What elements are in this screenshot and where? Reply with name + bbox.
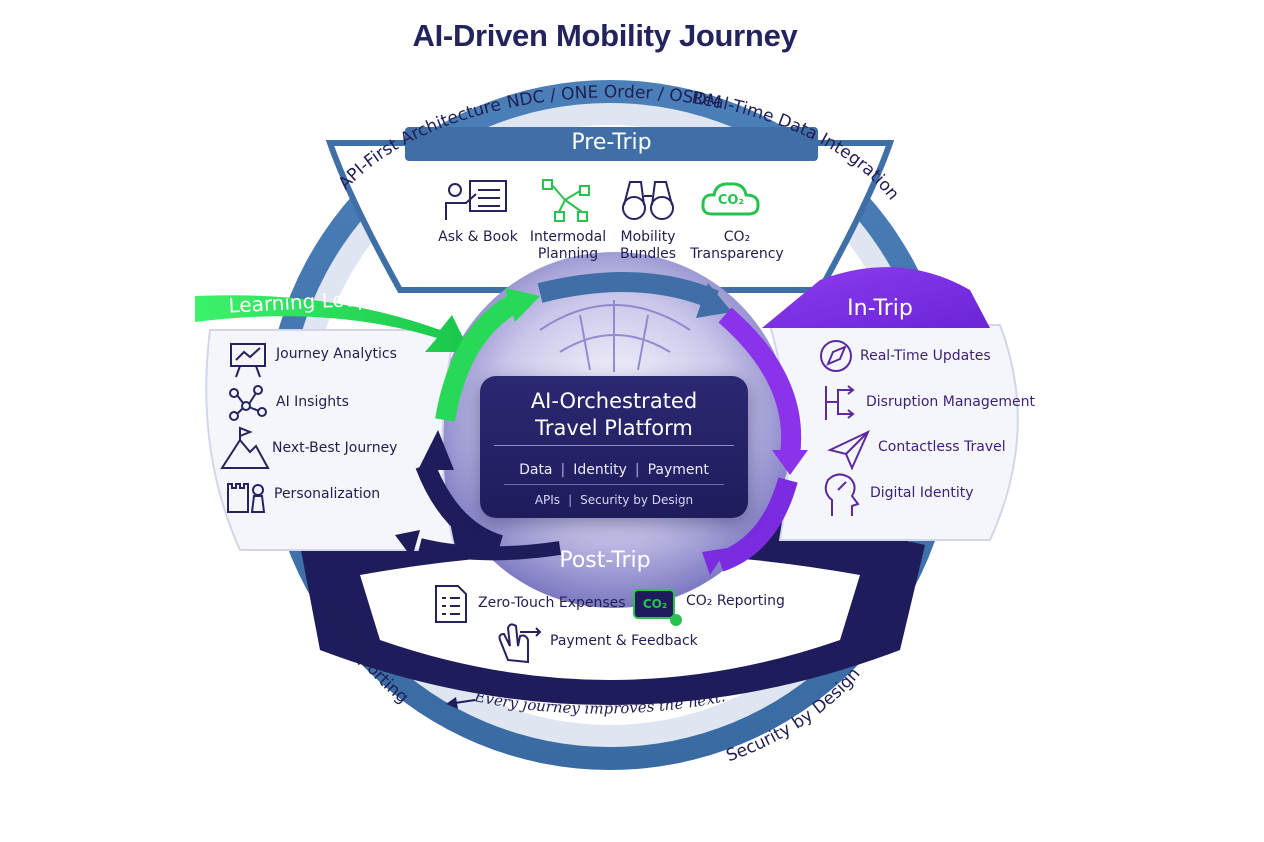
separator: | xyxy=(560,462,566,478)
paper-plane-icon xyxy=(827,429,871,471)
post-trip-item-co2-reporting: CO₂ Reporting xyxy=(686,593,785,609)
foundation-security: Security by Design xyxy=(580,493,694,507)
navy-bottom-arrow xyxy=(418,538,562,561)
in-trip-item-contactless-travel: Contactless Travel xyxy=(878,439,1006,455)
post-trip-header: Post-Trip xyxy=(559,548,651,573)
purple-arrow-head xyxy=(772,450,808,475)
in-trip-header-band xyxy=(762,267,990,328)
label-line: Bundles xyxy=(619,246,677,262)
neural-pattern xyxy=(539,300,691,372)
learning-loop-arrow xyxy=(195,295,470,352)
navy-bottom-arrow-head xyxy=(395,530,420,558)
chess-pieces-icon xyxy=(227,483,266,513)
platform-divider-2 xyxy=(504,484,724,485)
pre-trip-item-co2-transparency: CO₂ Transparency xyxy=(682,229,792,263)
platform-capabilities: Data | Identity | Payment xyxy=(480,462,748,478)
capability-identity: Identity xyxy=(573,462,627,478)
binoculars-icon xyxy=(622,181,674,220)
post-trip-item-payment-feedback: Payment & Feedback xyxy=(550,633,698,649)
purple-bottom-arrow xyxy=(716,477,798,572)
post-trip-panel xyxy=(360,552,860,680)
compass-icon xyxy=(820,340,852,372)
in-trip-item-disruption-management: Disruption Management xyxy=(866,394,1035,410)
in-trip-item-real-time-updates: Real-Time Updates xyxy=(860,348,991,364)
pre-trip-header: Pre-Trip xyxy=(571,130,652,155)
capability-payment: Payment xyxy=(647,462,709,478)
learning-item-ai-insights: AI Insights xyxy=(276,394,349,410)
co2-cloud-icon xyxy=(701,182,760,216)
foundation-apis: APIs xyxy=(534,493,561,507)
tap-hand-icon xyxy=(498,623,542,664)
navy-cycle-arrow xyxy=(415,461,504,555)
in-trip-item-digital-identity: Digital Identity xyxy=(870,485,974,501)
analytics-board-icon xyxy=(230,343,266,378)
label-line: Planning xyxy=(537,246,599,262)
improve-arrow-head xyxy=(446,697,458,709)
capability-data: Data xyxy=(519,462,553,478)
co2-badge-text: CO₂ xyxy=(642,597,668,611)
platform-title-line: AI-Orchestrated xyxy=(530,389,698,413)
detour-icon xyxy=(825,385,855,420)
platform-title: AI-Orchestrated Travel Platform xyxy=(480,388,748,442)
head-profile-icon xyxy=(824,473,860,516)
blue-arrow-head xyxy=(696,283,732,318)
purple-bottom-arrow-head xyxy=(702,548,728,575)
pre-trip-item-mobility-bundles: Mobility Bundles xyxy=(602,229,694,263)
co2-cloud-badge: CO₂ xyxy=(717,193,745,208)
label-line: Intermodal xyxy=(529,229,607,245)
learning-item-personalization: Personalization xyxy=(274,486,381,502)
post-trip-item-zero-touch-expenses: Zero-Touch Expenses xyxy=(478,595,626,611)
document-list-icon xyxy=(435,585,467,623)
in-trip-header: In-Trip xyxy=(847,296,913,321)
network-nodes-icon xyxy=(229,385,267,421)
separator: | xyxy=(568,493,573,507)
page-title: AI-Driven Mobility Journey xyxy=(412,18,798,53)
label-line: Transparency xyxy=(690,246,784,262)
platform-divider xyxy=(494,445,734,446)
route-network-icon xyxy=(542,179,590,222)
pre-trip-item-intermodal: Intermodal Planning xyxy=(520,229,616,263)
learning-item-next-best-journey: Next-Best Journey xyxy=(272,440,398,456)
co2-badge-icon xyxy=(633,589,682,626)
navy-arrow-head xyxy=(418,430,454,470)
blue-cycle-arrow xyxy=(537,272,719,310)
mountain-flag-icon xyxy=(220,426,270,469)
pre-trip-item-ask-book: Ask & Book xyxy=(438,229,518,245)
platform-title-line: Travel Platform xyxy=(535,416,693,440)
learning-item-journey-analytics: Journey Analytics xyxy=(276,346,397,362)
platform-foundations: APIs | Security by Design xyxy=(480,493,748,507)
label-line: CO₂ xyxy=(723,229,751,245)
label-line: Mobility xyxy=(620,229,676,245)
platform-box: AI-Orchestrated Travel Platform Data | Ide… xyxy=(480,376,748,518)
presenter-board-icon xyxy=(445,180,507,220)
purple-cycle-arrow xyxy=(718,307,802,457)
pre-trip-header-band xyxy=(405,127,818,161)
green-arrow-head xyxy=(505,288,540,322)
green-cycle-arrow xyxy=(435,291,525,422)
separator: | xyxy=(634,462,640,478)
